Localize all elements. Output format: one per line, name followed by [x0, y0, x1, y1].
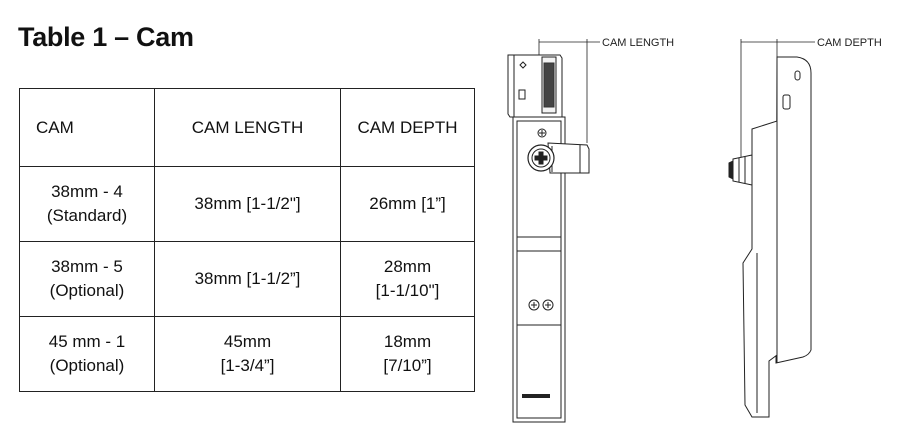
cell-line: [1-1/10"]	[375, 281, 440, 300]
cell-cam: 45 mm - 1 (Optional)	[19, 316, 155, 392]
cell-line: [7/10”]	[383, 356, 432, 375]
header-cam: CAM	[19, 88, 155, 167]
table-row: 45 mm - 1 (Optional) 45mm [1-3/4”] 18mm …	[19, 316, 475, 392]
cam-length-callout: CAM LENGTH	[602, 37, 674, 49]
cell-length: 38mm [1-1/2”]	[154, 241, 341, 317]
cell-length: 45mm [1-3/4”]	[154, 316, 341, 392]
cell-length: 38mm [1-1/2"]	[154, 166, 341, 242]
cell-line: 28mm	[383, 257, 432, 276]
cell-line: (Optional)	[49, 281, 125, 300]
cell-line: (Optional)	[49, 356, 125, 375]
cell-line: 26mm [1”]	[369, 194, 446, 213]
cell-line: [1-3/4”]	[220, 356, 275, 375]
cell-line: 38mm - 4	[51, 182, 123, 201]
side-view-drawing	[728, 39, 815, 418]
cell-line: 45mm	[223, 332, 272, 351]
cell-line: 18mm	[383, 332, 432, 351]
cam-table: CAM CAM LENGTH CAM DEPTH 38mm - 4 (Stand…	[19, 88, 475, 392]
cell-cam: 38mm - 5 (Optional)	[19, 241, 155, 317]
front-view-drawing	[507, 39, 600, 423]
table-title: Table 1 – Cam	[18, 22, 194, 52]
header-cam-length: CAM LENGTH	[154, 88, 341, 167]
table-header-row: CAM CAM LENGTH CAM DEPTH	[19, 88, 475, 167]
cell-depth: 26mm [1”]	[340, 166, 475, 242]
lock-drawings: CAM LENGTH CAM DEPTH	[507, 37, 882, 423]
table-row: 38mm - 5 (Optional) 38mm [1-1/2”] 28mm […	[19, 241, 475, 317]
cell-line: 38mm - 5	[51, 257, 123, 276]
cell-cam: 38mm - 4 (Standard)	[19, 166, 155, 242]
header-cam-depth: CAM DEPTH	[340, 88, 475, 167]
cell-line: 45 mm - 1	[48, 332, 126, 351]
cell-line: 38mm [1-1/2"]	[194, 194, 301, 213]
cell-depth: 28mm [1-1/10"]	[340, 241, 475, 317]
cell-line: 38mm [1-1/2”]	[194, 269, 301, 288]
cam-depth-callout: CAM DEPTH	[817, 37, 882, 49]
cell-depth: 18mm [7/10”]	[340, 316, 475, 392]
cell-line: (Standard)	[46, 206, 128, 225]
table-row: 38mm - 4 (Standard) 38mm [1-1/2"] 26mm […	[19, 166, 475, 242]
